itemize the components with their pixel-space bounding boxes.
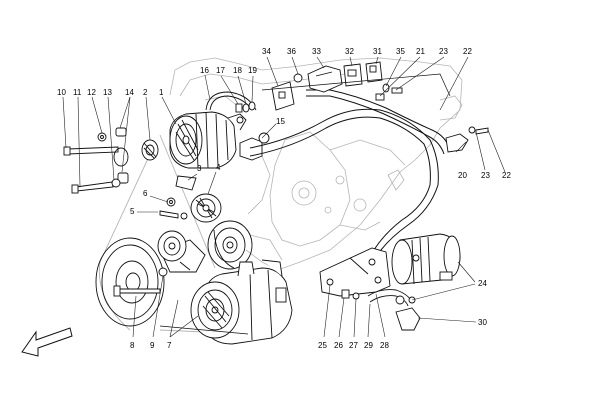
alternator-pulley [141, 139, 159, 161]
washer-12 [97, 132, 107, 142]
callout-labels: 34 36 33 32 31 35 21 23 22 16 17 18 19 1… [57, 47, 511, 350]
starter-bracket [319, 247, 391, 297]
callout-24: 24 [478, 279, 487, 288]
clamp-33 [307, 65, 343, 93]
crank-pulley [95, 237, 165, 327]
tensioner-pulley [157, 230, 206, 277]
callout-23-right: 23 [481, 171, 490, 180]
callout-6: 6 [143, 189, 148, 198]
center-pulley [207, 220, 253, 270]
callout-17: 17 [216, 66, 225, 75]
callout-10: 10 [57, 88, 66, 97]
callout-8: 8 [130, 341, 135, 350]
bracket-3 [175, 175, 197, 191]
callout-15: 15 [276, 117, 285, 126]
callout-31: 31 [373, 47, 382, 56]
callout-5: 5 [130, 207, 135, 216]
callout-9: 9 [150, 341, 155, 350]
stud-5 [159, 210, 188, 220]
callout-35: 35 [396, 47, 405, 56]
callout-30: 30 [478, 318, 487, 327]
callout-1: 1 [159, 88, 164, 97]
connector-20 [445, 126, 489, 153]
callout-3: 3 [197, 164, 202, 173]
callout-2: 2 [143, 88, 148, 97]
callout-18: 18 [233, 66, 242, 75]
callout-26: 26 [334, 341, 343, 350]
callout-22-right: 22 [502, 171, 511, 180]
callout-36: 36 [287, 47, 296, 56]
roller-4 [190, 193, 222, 223]
callout-13: 13 [103, 88, 112, 97]
ac-compressor [190, 259, 293, 345]
part-36 [293, 73, 303, 83]
callout-27: 27 [349, 341, 358, 350]
callout-20: 20 [458, 171, 467, 180]
fitting-15 [239, 132, 270, 161]
engine-block-outline [169, 57, 463, 271]
leader-lines [62, 56, 506, 338]
ring-13 [113, 147, 129, 167]
bolt-8 [113, 285, 161, 297]
bracket-31 [365, 61, 383, 83]
bracket-32 [343, 63, 363, 87]
group-brackets [159, 73, 451, 335]
callout-32: 32 [345, 47, 354, 56]
parts-35-21 [375, 83, 403, 101]
cable-28 [367, 289, 413, 307]
callout-29: 29 [364, 341, 373, 350]
bolt-11 [71, 181, 114, 194]
terminal-cap-30 [395, 295, 421, 331]
nut-6 [166, 197, 176, 207]
callout-34: 34 [262, 47, 271, 56]
callout-19: 19 [248, 66, 257, 75]
callout-12: 12 [87, 88, 96, 97]
starter-motor [391, 233, 461, 285]
cable-harness [249, 89, 451, 269]
callout-28: 28 [380, 341, 389, 350]
callout-4: 4 [216, 163, 221, 172]
callout-11: 11 [73, 88, 82, 97]
alternator [169, 111, 247, 169]
callout-7: 7 [167, 341, 172, 350]
callout-14: 14 [125, 88, 134, 97]
callout-22-top: 22 [463, 47, 472, 56]
callout-21: 21 [416, 47, 425, 56]
bolt-10 [63, 146, 119, 156]
callout-25: 25 [318, 341, 327, 350]
callout-33: 33 [312, 47, 321, 56]
direction-arrow-icon [21, 327, 73, 357]
callout-23-top: 23 [439, 47, 448, 56]
bracket-34 [271, 81, 295, 111]
callout-16: 16 [200, 66, 209, 75]
parts-17-19 [235, 101, 256, 113]
